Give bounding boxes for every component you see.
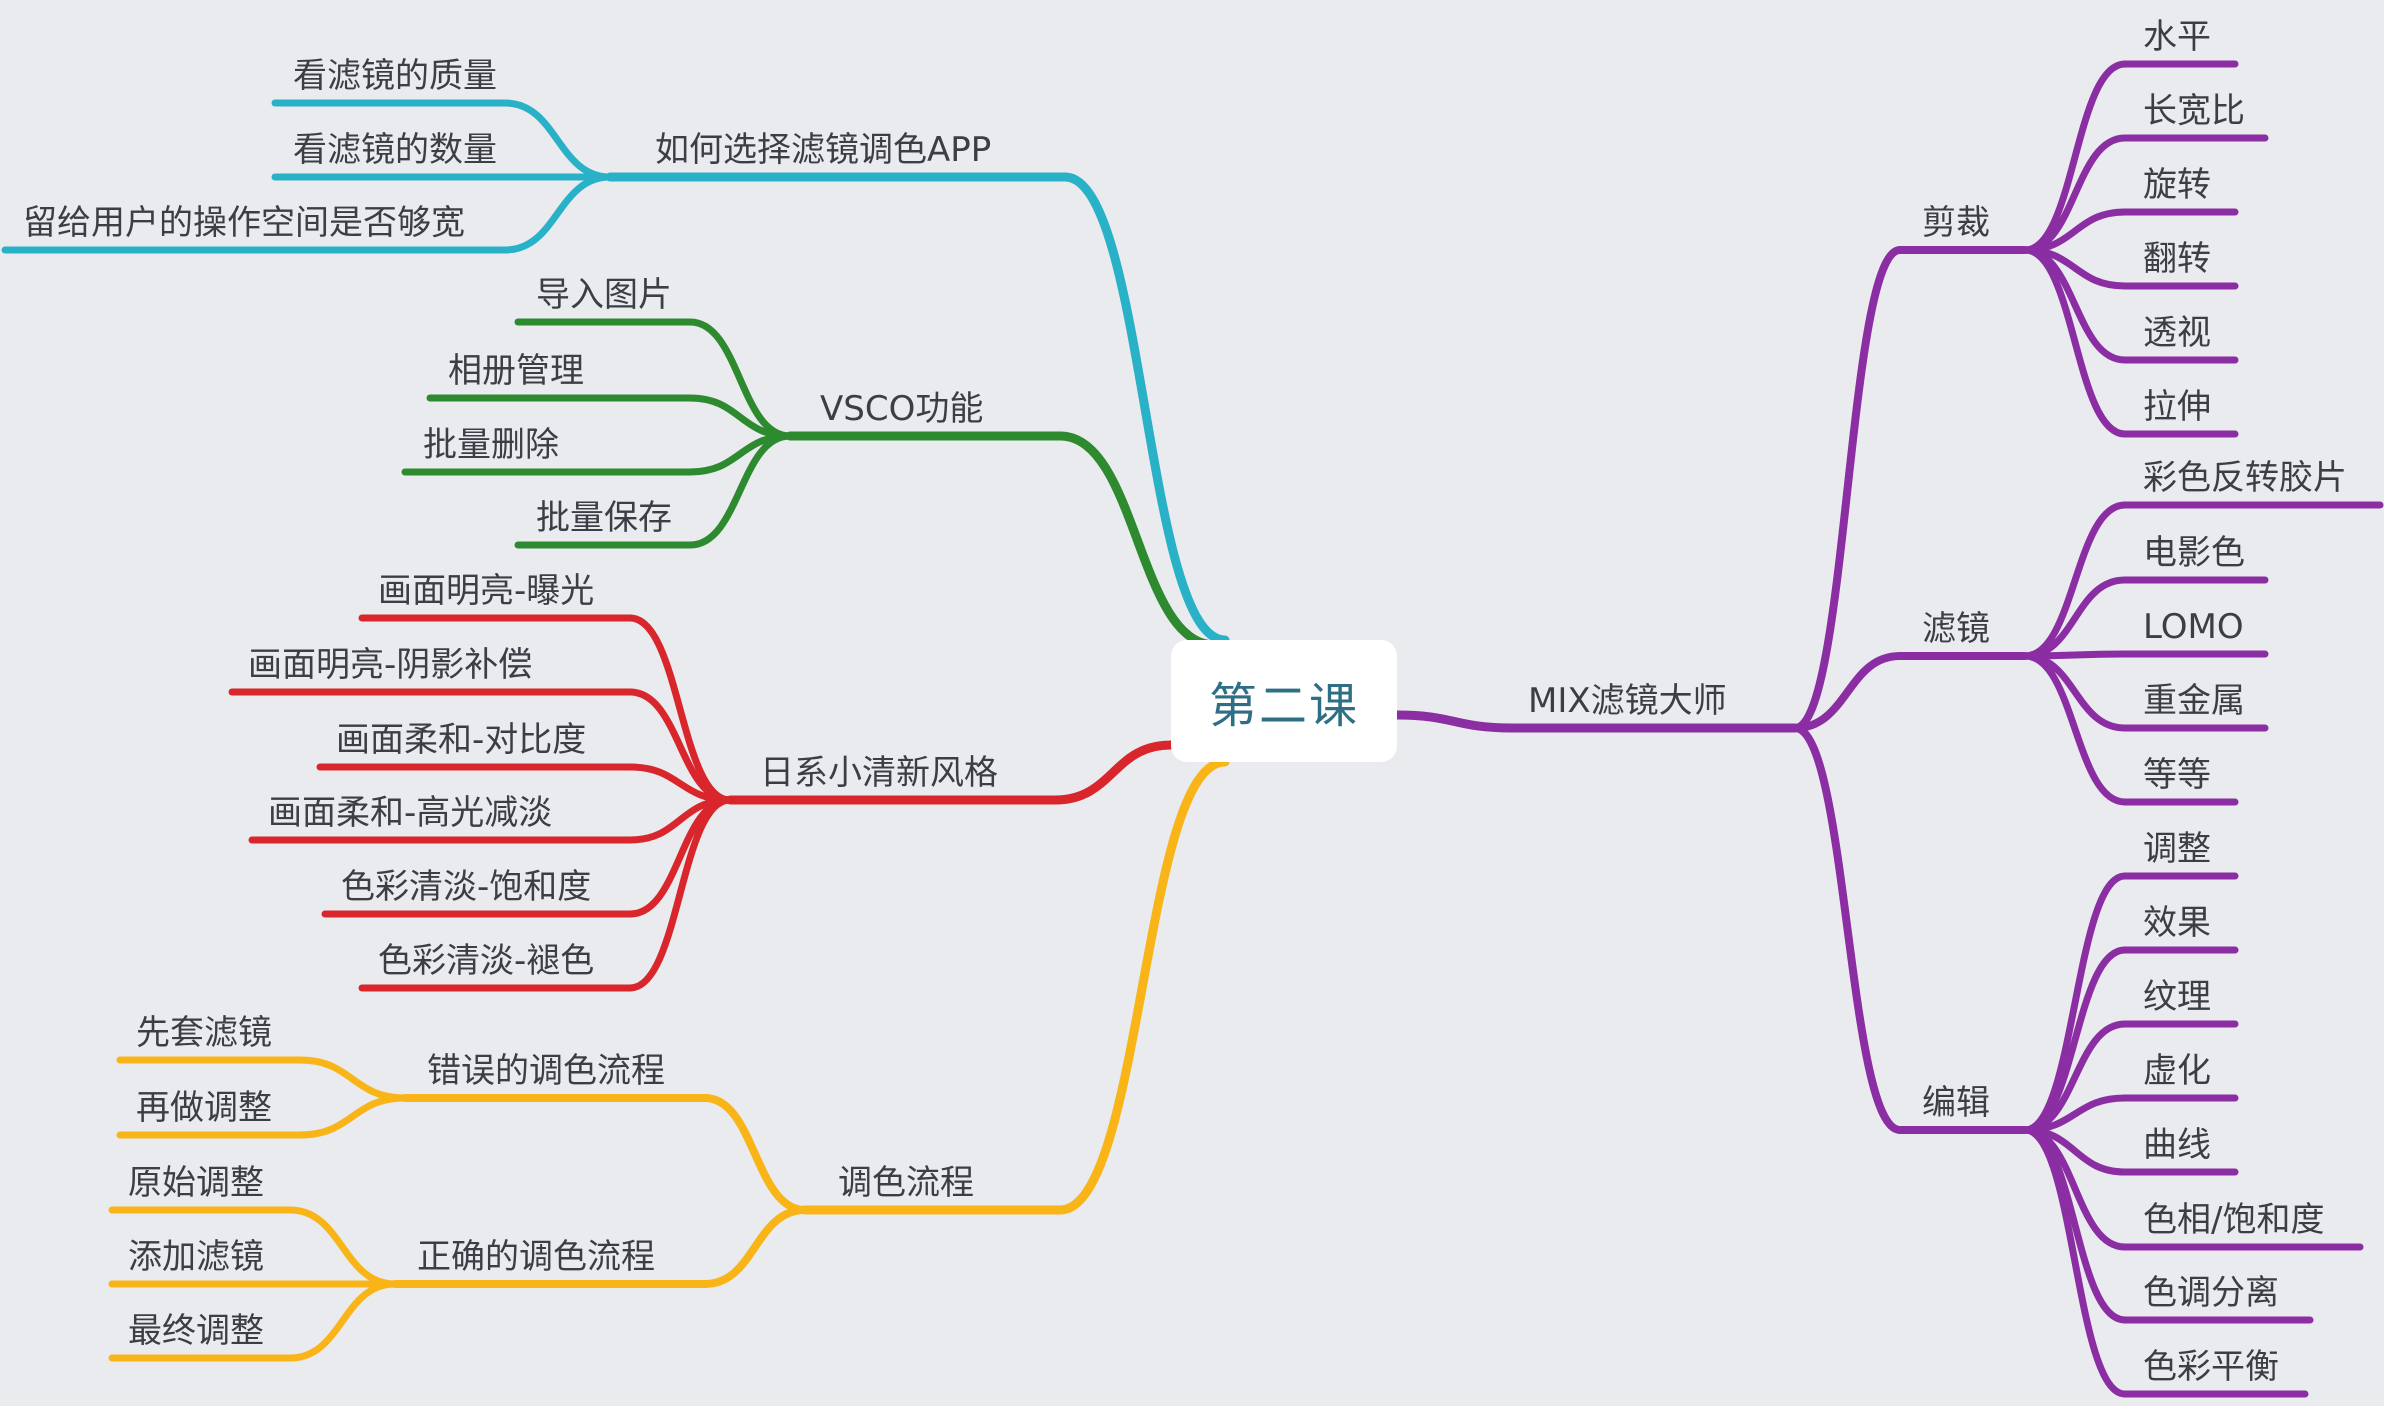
branch-connector (1050, 740, 1176, 805)
leaf-label[interactable]: LOMO (2143, 607, 2244, 647)
leaf-label[interactable]: 色相/饱和度 (2143, 1200, 2324, 1240)
leaf-label[interactable]: 色彩清淡-褪色 (378, 941, 594, 981)
leaf-label[interactable]: 相册管理 (448, 351, 584, 391)
leaf-label[interactable]: 导入图片 (536, 275, 672, 315)
leaf-connector (501, 99, 614, 181)
leaf-connector (2021, 1126, 2129, 1398)
sub-connector (701, 1094, 809, 1214)
branch-label[interactable]: 调色流程 (838, 1163, 974, 1203)
leaf-label[interactable]: 画面明亮-曝光 (378, 571, 594, 611)
branch-label[interactable]: MIX滤镜大师 (1528, 681, 1727, 721)
leaf-label[interactable]: 调整 (2143, 829, 2211, 869)
leaf-label[interactable]: 再做调整 (136, 1088, 272, 1128)
leaf-connector (626, 796, 734, 992)
leaf-label[interactable]: 透视 (2143, 313, 2211, 353)
branch-connector (1055, 757, 1230, 1215)
leaf-connector (2021, 652, 2129, 732)
central-topic[interactable]: 第二课 (1171, 640, 1397, 762)
leaf-label[interactable]: 色调分离 (2143, 1273, 2279, 1313)
sub-label[interactable]: 错误的调色流程 (427, 1051, 665, 1091)
leaf-connector (2021, 872, 2129, 1134)
leaf-label[interactable]: 看滤镜的数量 (293, 130, 497, 170)
leaf-connector (2021, 946, 2129, 1134)
sub-connector (701, 1206, 809, 1288)
leaf-connector (501, 173, 614, 254)
sub-connector (1791, 246, 1904, 732)
leaf-label[interactable]: 画面明亮-阴影补偿 (248, 645, 532, 685)
leaf-label[interactable]: 翻转 (2143, 239, 2211, 279)
leaf-connector (296, 1094, 409, 1139)
branch-connector (1055, 431, 1220, 650)
leaf-label[interactable]: 批量保存 (536, 498, 672, 538)
sub-connector (1791, 724, 1904, 1134)
sub-label[interactable]: 剪裁 (1922, 203, 1990, 243)
leaf-label[interactable]: 最终调整 (128, 1311, 264, 1351)
leaf-label[interactable]: 电影色 (2143, 533, 2245, 573)
leaf-label[interactable]: 虚化 (2143, 1051, 2211, 1091)
leaf-label[interactable]: 批量删除 (423, 425, 559, 465)
leaf-label[interactable]: 长宽比 (2143, 91, 2245, 131)
leaf-label[interactable]: 水平 (2143, 17, 2211, 57)
leaf-connector (2021, 60, 2129, 254)
branch-label[interactable]: VSCO功能 (820, 389, 983, 429)
leaf-connector (286, 1206, 399, 1288)
leaf-label[interactable]: 先套滤镜 (136, 1013, 272, 1053)
branch-label[interactable]: 如何选择滤镜调色APP (655, 130, 991, 170)
leaf-label[interactable]: 留给用户的操作空间是否够宽 (23, 203, 465, 243)
branch-label[interactable]: 日系小清新风格 (760, 753, 998, 793)
leaf-label[interactable]: 等等 (2143, 755, 2211, 795)
leaf-label[interactable]: 彩色反转胶片 (2143, 458, 2347, 498)
leaf-label[interactable]: 效果 (2143, 903, 2211, 943)
leaf-connector (296, 1056, 409, 1102)
leaf-label[interactable]: 原始调整 (128, 1163, 264, 1203)
leaf-label[interactable]: 曲线 (2143, 1125, 2211, 1165)
leaf-label[interactable]: 色彩清淡-饱和度 (341, 867, 591, 907)
leaf-label[interactable]: 看滤镜的质量 (293, 56, 497, 96)
leaf-connector (686, 432, 794, 549)
leaf-label[interactable]: 旋转 (2143, 165, 2211, 205)
leaf-connector (2021, 652, 2129, 806)
leaf-label[interactable]: 添加滤镜 (128, 1237, 264, 1277)
branch-connector (1060, 172, 1230, 645)
sub-label[interactable]: 滤镜 (1922, 609, 1990, 649)
branch-connector (1392, 710, 1517, 733)
leaf-label[interactable]: 色彩平衡 (2143, 1347, 2279, 1387)
leaf-connector (286, 1280, 399, 1362)
leaf-connector (626, 614, 734, 804)
leaf-connector (2021, 1126, 2129, 1324)
sub-label[interactable]: 正确的调色流程 (417, 1237, 655, 1277)
sub-label[interactable]: 编辑 (1922, 1083, 1990, 1123)
leaf-label[interactable]: 画面柔和-高光减淡 (268, 793, 552, 833)
leaf-connector (2021, 246, 2129, 438)
leaf-label[interactable]: 重金属 (2143, 681, 2245, 721)
leaf-label[interactable]: 纹理 (2143, 977, 2211, 1017)
sub-connector (1791, 652, 1904, 732)
leaf-label[interactable]: 拉伸 (2143, 387, 2211, 427)
leaf-label[interactable]: 画面柔和-对比度 (336, 720, 586, 760)
